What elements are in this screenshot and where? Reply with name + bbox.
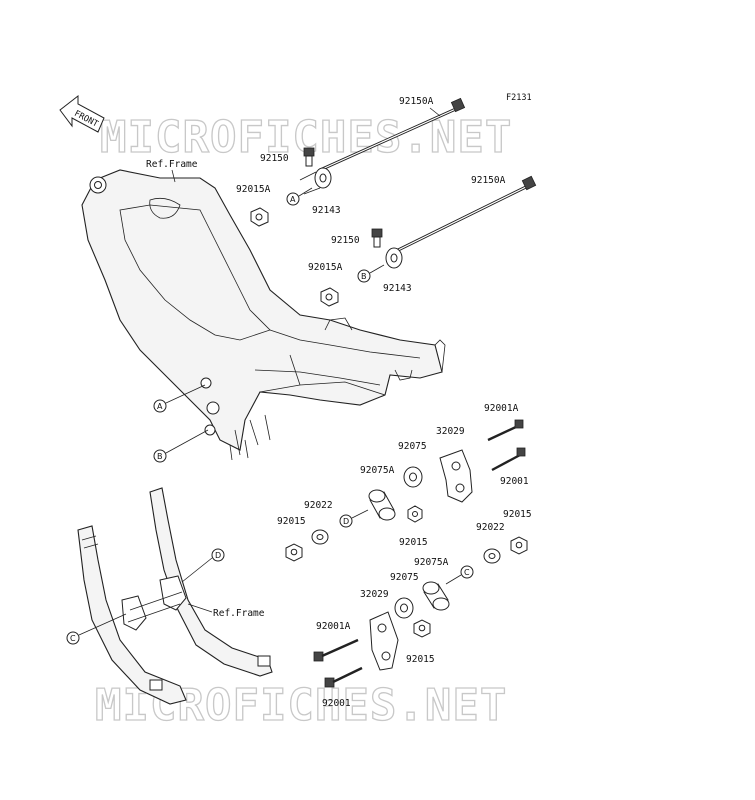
part-label-92015-right: 92015 bbox=[503, 509, 532, 520]
washer-92022-right bbox=[483, 548, 501, 564]
callout-b-upper: B bbox=[357, 264, 385, 283]
part-label-92015a-lower: 92015A bbox=[308, 262, 343, 273]
part-label-92075a-lower: 92075A bbox=[414, 557, 449, 568]
part-label-92022-left: 92022 bbox=[304, 500, 333, 511]
lower-frame-bracket bbox=[77, 487, 273, 705]
part-label-32029-upper: 32029 bbox=[436, 426, 465, 437]
callout-a-upper: A bbox=[286, 187, 313, 206]
part-label-92150a-upper: 92150A bbox=[399, 96, 434, 107]
callout-b-frame: B bbox=[153, 429, 209, 463]
bushing-92075a-lower bbox=[422, 581, 450, 611]
callout-a-frame: A bbox=[153, 384, 206, 413]
part-label-92150-upper: 92150 bbox=[260, 153, 289, 164]
part-label-32029-lower: 32029 bbox=[360, 589, 389, 600]
nut-92015-right bbox=[510, 536, 528, 555]
part-label-92015a-upper: 92015A bbox=[236, 184, 271, 195]
ref-frame-label-bottom: Ref.Frame bbox=[213, 608, 265, 619]
svg-text:A: A bbox=[290, 195, 296, 204]
nut-92015a-lower bbox=[320, 287, 339, 307]
part-label-92143-upper: 92143 bbox=[312, 205, 341, 216]
svg-text:B: B bbox=[361, 272, 367, 281]
ref-frame-label-top: Ref.Frame bbox=[146, 159, 198, 170]
svg-text:C: C bbox=[70, 634, 76, 643]
part-label-92075-upper: 92075 bbox=[398, 441, 427, 452]
part-label-92001a-upper: 92001A bbox=[484, 403, 519, 414]
svg-text:C: C bbox=[464, 568, 470, 577]
callout-d-left: D bbox=[181, 548, 225, 583]
spacer-92143-lower bbox=[385, 247, 403, 269]
bolt-92001-upper bbox=[491, 447, 526, 472]
washer-92022-left bbox=[311, 529, 329, 545]
part-label-92015-mid: 92015 bbox=[399, 537, 428, 548]
bracket-32029-lower bbox=[369, 611, 399, 671]
svg-text:D: D bbox=[343, 517, 349, 526]
nut-92015-left bbox=[285, 543, 303, 562]
part-label-92150-lower: 92150 bbox=[331, 235, 360, 246]
callout-d-right: D bbox=[339, 509, 369, 528]
callout-c-right: C bbox=[445, 565, 474, 585]
part-label-92075-lower: 92075 bbox=[390, 572, 419, 583]
bolt-92150a-lower bbox=[387, 175, 537, 257]
svg-text:A: A bbox=[157, 402, 163, 411]
part-label-92015-left: 92015 bbox=[277, 516, 306, 527]
svg-text:D: D bbox=[215, 551, 221, 560]
spacer-92143-upper bbox=[299, 167, 332, 195]
bolt-92001a-lower bbox=[313, 638, 359, 662]
bolt-92001-lower bbox=[324, 666, 363, 688]
bolt-92001a-upper bbox=[487, 419, 524, 442]
bushing-92075a-upper bbox=[368, 489, 396, 521]
figure-code: F2131 bbox=[506, 93, 532, 103]
nut-92015-lower bbox=[413, 619, 431, 638]
part-label-92075a-upper: 92075A bbox=[360, 465, 395, 476]
bolt-92150a-upper bbox=[319, 97, 466, 172]
front-arrow-icon: FRONT bbox=[59, 94, 105, 133]
bolt-92150-upper bbox=[303, 147, 315, 167]
part-label-92001-upper: 92001 bbox=[500, 476, 529, 487]
part-label-92143-lower: 92143 bbox=[383, 283, 412, 294]
svg-text:B: B bbox=[157, 452, 163, 461]
nut-92015-mid bbox=[407, 505, 423, 523]
part-label-92150a-lower: 92150A bbox=[471, 175, 506, 186]
bolt-92150-lower bbox=[371, 228, 383, 248]
collar-92075-upper bbox=[403, 466, 423, 488]
part-label-92001a-lower: 92001A bbox=[316, 621, 351, 632]
part-label-92001-lower: 92001 bbox=[322, 698, 351, 709]
part-label-92015-lower: 92015 bbox=[406, 654, 435, 665]
part-label-92022-right: 92022 bbox=[476, 522, 505, 533]
bracket-32029-upper bbox=[439, 449, 473, 503]
nut-92015a-upper bbox=[250, 207, 269, 227]
collar-92075-lower bbox=[394, 597, 414, 619]
main-frame bbox=[81, 169, 446, 461]
callout-c-left: C bbox=[66, 613, 127, 645]
